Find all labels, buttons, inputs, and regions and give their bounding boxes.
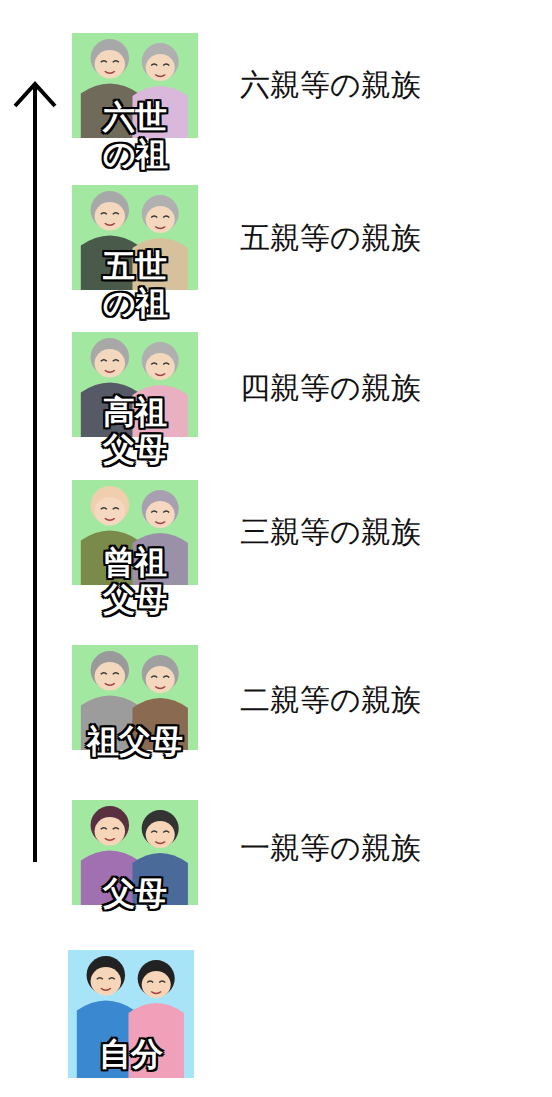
eyes-figure [151,64,169,66]
mouth-figure [105,370,115,372]
eyes-figure [151,511,169,513]
kin-tile: 五世 の祖 [72,185,198,290]
eyes-figure [151,363,169,365]
arrow-shaft [33,84,37,862]
face-figure [95,817,125,845]
mouth-figure [105,518,115,520]
eyes-figure [101,61,119,63]
hair-figure [142,43,179,80]
kin-tile: 高祖 父母 [72,332,198,437]
face-figure [146,353,175,380]
face-figure [142,971,171,998]
face-figure [95,497,125,525]
eyes-figure [101,360,119,362]
hair-figure [91,651,129,689]
kin-tile: 六世 の祖 [72,33,198,138]
degree-label: 四親等の親族 [240,370,421,406]
eyes-figure [97,978,115,980]
mouth-figure [155,227,165,229]
mouth-figure [105,838,115,840]
tile-title: 父母 [103,875,167,912]
eyes-figure [101,213,119,215]
face-figure [146,666,175,693]
eyes-figure [101,828,119,830]
eyes-figure [101,508,119,510]
hair-figure [91,191,129,229]
degree-label: 二親等の親族 [240,682,421,718]
eyes-figure [151,676,169,678]
arrow-head [15,84,55,106]
hair-figure [142,342,179,379]
eyes-figure [101,673,119,675]
mouth-figure [151,992,161,994]
face-figure [95,202,125,230]
degree-label: 五親等の親族 [240,220,421,256]
hair-figure [91,486,129,524]
hair-figure [91,806,129,844]
kin-tile: 自分 [68,950,194,1078]
tile-title: 曾祖 父母 [82,544,188,618]
hair-figure [142,490,179,527]
hair-figure [142,655,179,692]
degree-label: 六親等の親族 [240,67,421,103]
mouth-figure [101,988,111,990]
mouth-figure [155,75,165,77]
face-figure [91,967,121,995]
tile-title: 五世 の祖 [82,248,188,322]
kin-tile: 曾祖 父母 [72,480,198,585]
kin-tile: 祖父母 [72,645,198,750]
mouth-figure [105,223,115,225]
face-figure [146,501,175,528]
mouth-figure [155,374,165,376]
hair-figure [142,810,179,847]
face-figure [146,54,175,81]
tile-title: 高祖 父母 [82,394,188,468]
eyes-figure [147,981,165,983]
eyes-figure [151,216,169,218]
face-figure [146,821,175,848]
tile-title: 自分 [99,1036,163,1073]
face-figure [146,206,175,233]
tile-title: 祖父母 [87,723,183,760]
hair-figure [138,960,175,997]
hair-figure [91,39,129,77]
degree-label: 三親等の親族 [240,514,421,550]
degree-label: 一親等の親族 [240,830,421,866]
face-figure [95,662,125,690]
hair-figure [91,338,129,376]
mouth-figure [155,842,165,844]
hair-figure [142,195,179,232]
mouth-figure [105,683,115,685]
face-figure [95,349,125,377]
eyes-figure [151,831,169,833]
face-figure [95,50,125,78]
mouth-figure [155,522,165,524]
mouth-figure [105,71,115,73]
tile-title: 六世 の祖 [82,99,188,173]
mouth-figure [155,687,165,689]
hair-figure [87,956,125,994]
kin-tile: 父母 [72,800,198,905]
